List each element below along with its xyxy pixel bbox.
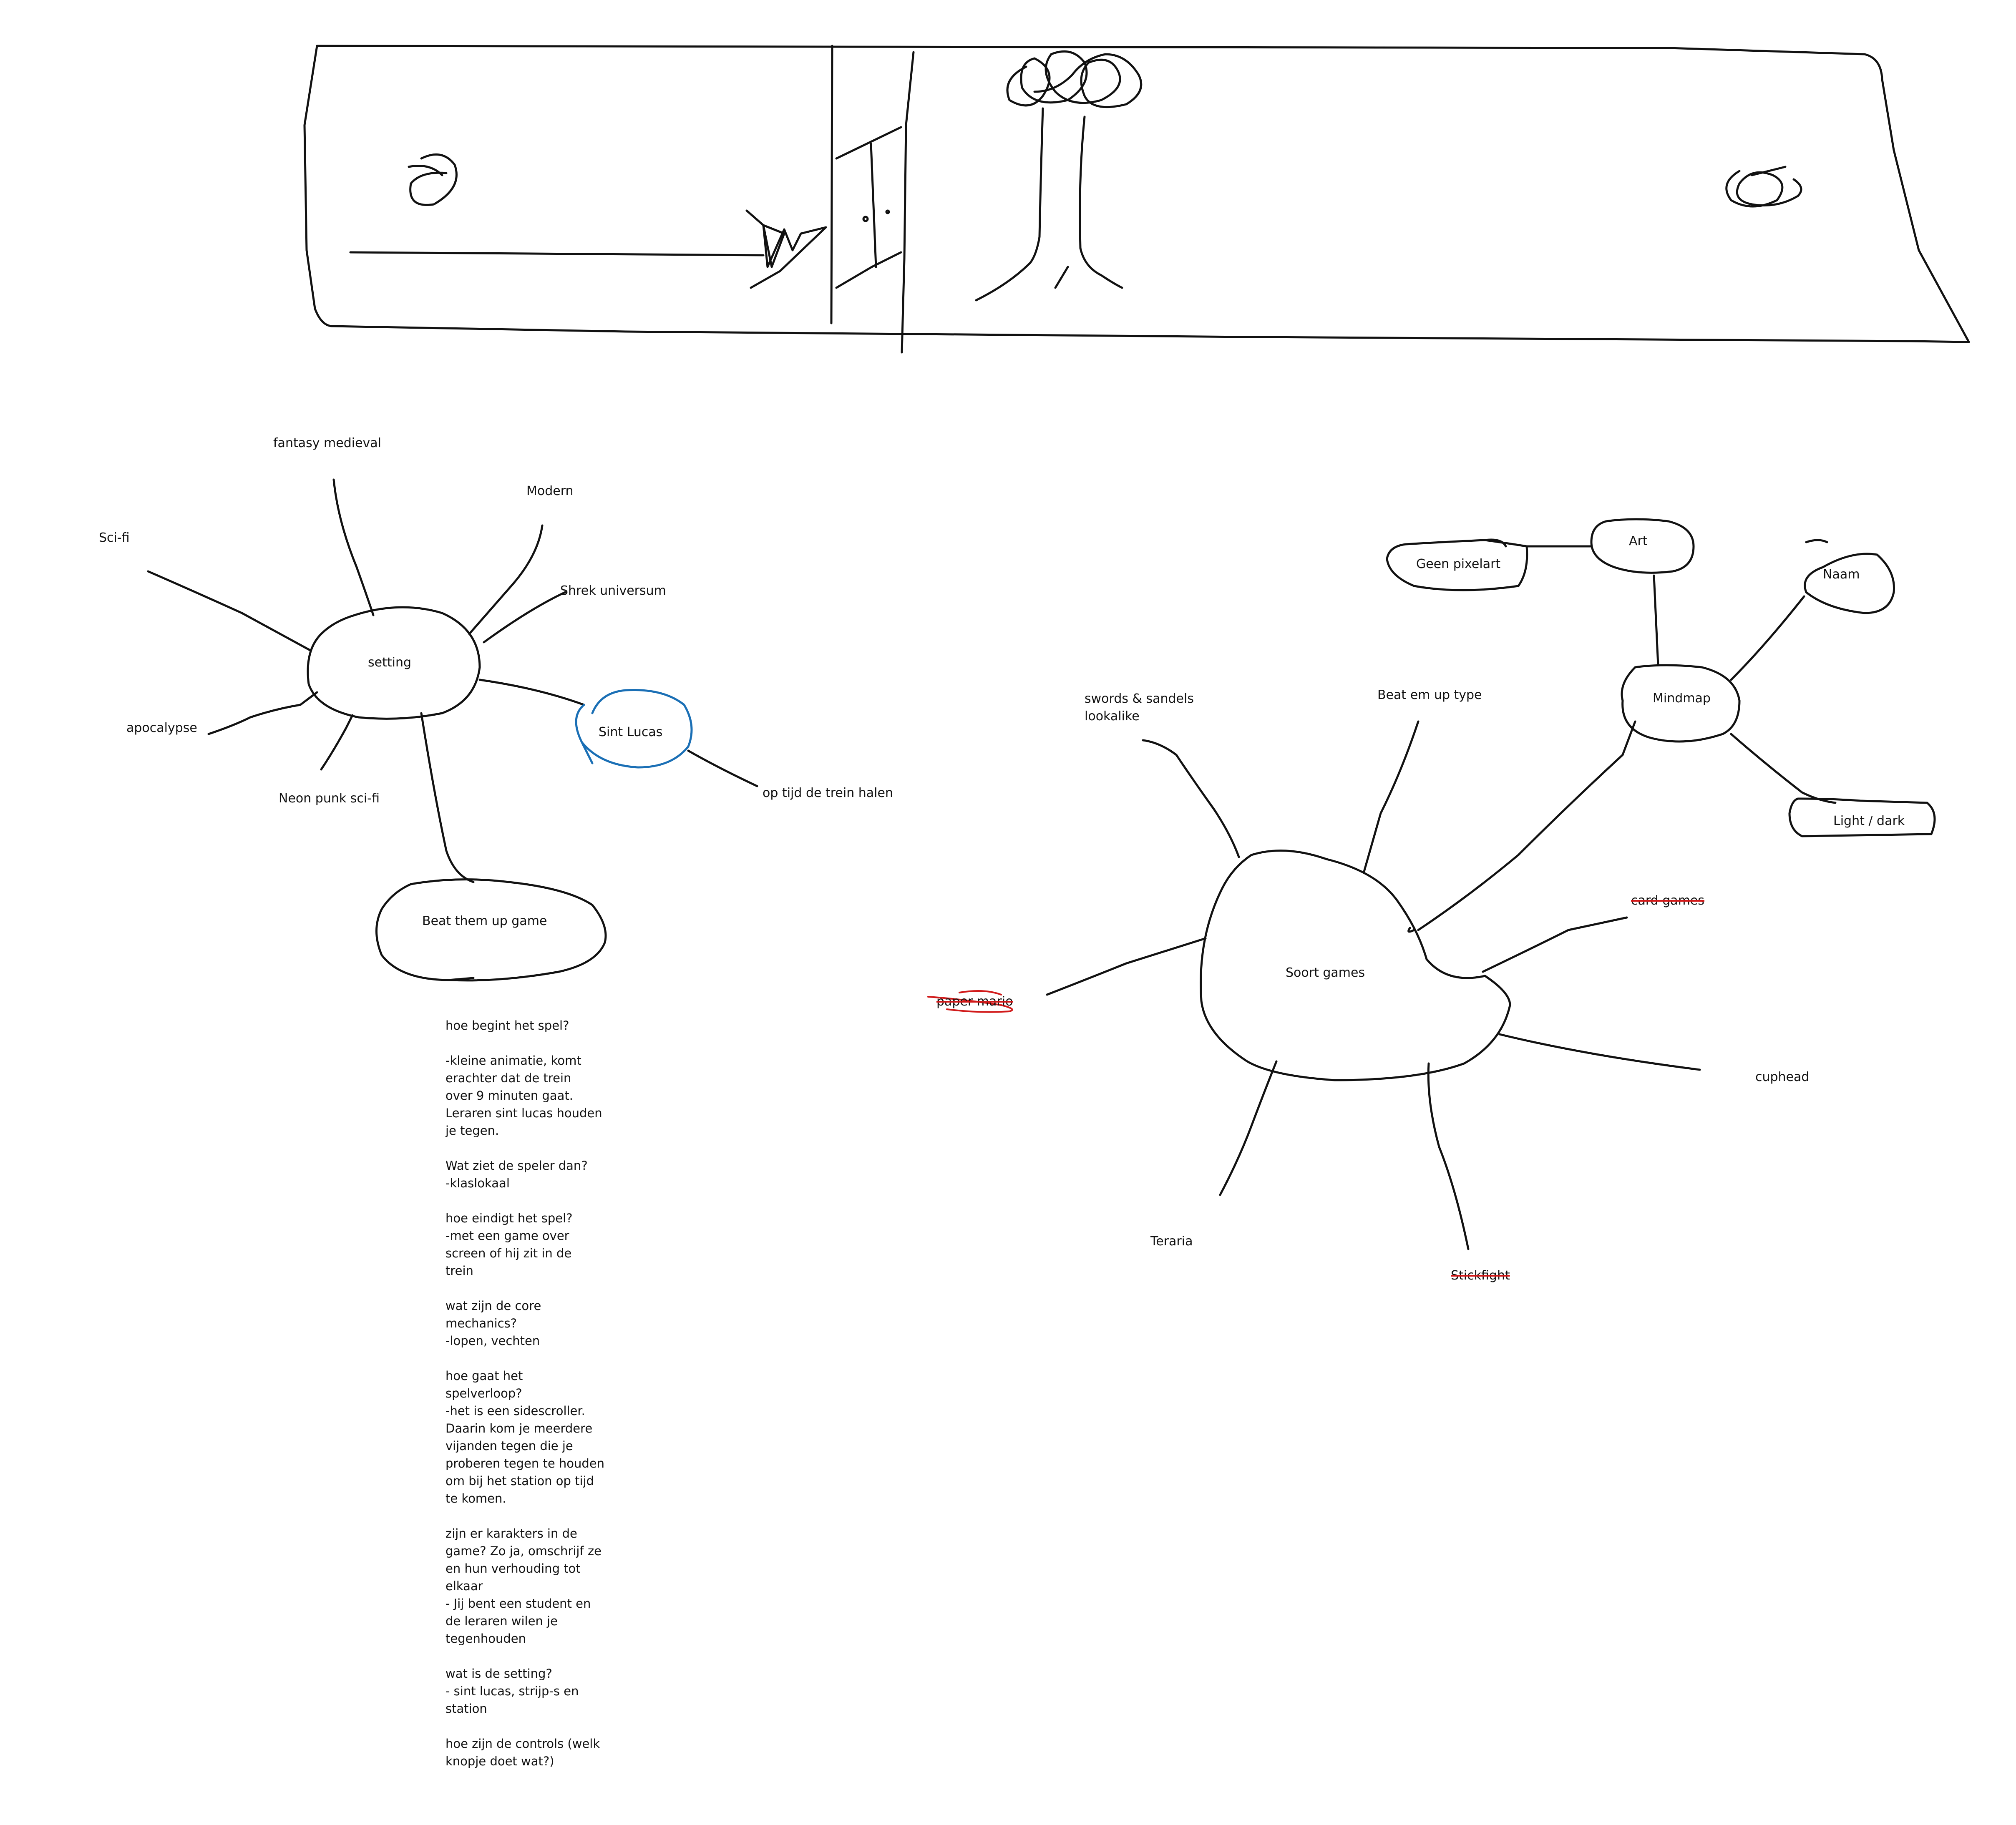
node-modern: Modern [526,484,574,498]
note-paragraph: hoe zijn de controls (welk knopje doet w… [445,1737,600,1768]
node-light-dark: Light / dark [1833,814,1905,828]
node-soort-games: Soort games [1286,965,1365,980]
note-paragraph: Wat ziet de speler dan? -klaslokaal [445,1159,588,1190]
node-beat-em-up-type: Beat em up type [1377,688,1482,702]
node-fantasy-medieval: fantasy medieval [273,436,382,450]
note-paragraph: -kleine animatie, komt erachter dat de t… [445,1053,602,1138]
node-sci-fi: Sci-fi [99,530,130,545]
node-op-tijd-de-trein-halen: op tijd de trein halen [763,786,893,800]
setting-mindmap-shapes [147,478,758,982]
node-card-games: card games [1631,893,1705,908]
node-shrek-universum: Shrek universum [560,583,666,598]
notes-text-block: hoe begint het spel? -kleine animatie, k… [445,1017,612,1787]
note-paragraph: hoe eindigt het spel? -met een game over… [445,1211,573,1278]
note-paragraph: hoe begint het spel? [445,1018,569,1033]
node-setting: setting [368,655,412,670]
node-cuphead: cuphead [1755,1070,1810,1084]
node-naam: Naam [1823,567,1860,582]
node-beat-them-up-game: Beat them up game [422,914,547,928]
node-geen-pixelart: Geen pixelart [1416,557,1501,571]
games-mindmap-shapes [927,518,1936,1250]
node-stickfight: Stickfight [1451,1268,1510,1283]
note-paragraph: wat is de setting? - sint lucas, strijp-… [445,1667,579,1716]
node-teraria: Teraria [1150,1234,1193,1249]
note-paragraph: zijn er karakters in de game? Zo ja, oms… [445,1526,602,1646]
note-paragraph: hoe gaat het spelverloop? -het is een si… [445,1369,605,1506]
node-neon-punk-sci-fi: Neon punk sci-fi [279,791,380,806]
note-paragraph: wat zijn de core mechanics? -lopen, vech… [445,1299,541,1348]
node-mindmap: Mindmap [1653,691,1711,706]
node-apocalypse: apocalypse [126,721,197,735]
node-swords-sandels: swords & sandels lookalike [1085,691,1194,724]
node-paper-mario: paper mario [936,994,1013,1009]
node-sint-lucas: Sint Lucas [599,725,663,739]
node-art: Art [1629,534,1648,548]
level-sketch [303,45,1970,354]
